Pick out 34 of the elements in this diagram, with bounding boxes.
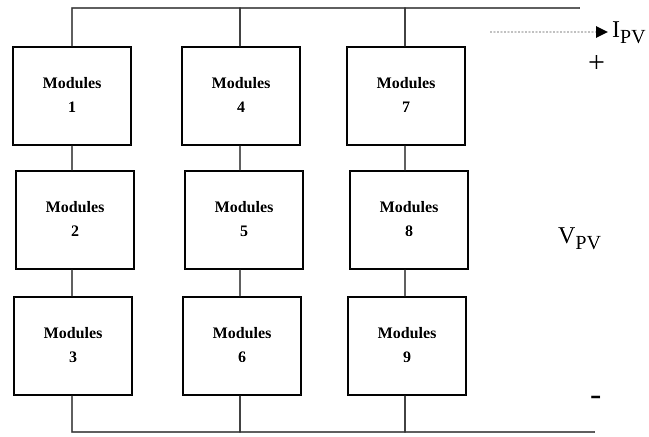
polarity-sign: - [590, 378, 602, 412]
module-box [13, 296, 133, 396]
module-label: Modules 7 [376, 74, 436, 118]
voltage-label: V$_{PV}$ [558, 224, 601, 253]
wire [239, 396, 406, 433]
module-box [184, 170, 304, 270]
module-box [347, 296, 467, 396]
current-label: I$_{PV}$ [612, 18, 646, 47]
wire [71, 270, 73, 296]
module-label: Modules 3 [42, 324, 104, 368]
wire [239, 7, 406, 46]
wire [71, 146, 73, 170]
module-box [349, 170, 469, 270]
wire [239, 270, 241, 296]
module-label: Modules 4 [210, 74, 272, 118]
wire [404, 7, 580, 46]
wire [404, 396, 595, 433]
module-label: Modules 2 [44, 198, 106, 242]
module-box [181, 46, 301, 146]
wire [404, 146, 406, 170]
module-label: Modules 6 [212, 324, 272, 368]
wire [71, 396, 241, 433]
module-label: Modules 5 [214, 198, 274, 242]
module-box [346, 46, 466, 146]
module-label: Modules 8 [378, 198, 440, 242]
module-box [182, 296, 302, 396]
wire [71, 7, 241, 46]
wire [239, 146, 241, 170]
polarity-sign: + [588, 48, 605, 78]
module-box [15, 170, 135, 270]
module-label: Modules 1 [42, 74, 102, 118]
wire [404, 270, 406, 296]
module-label: Modules 9 [376, 324, 438, 368]
module-box [12, 46, 132, 146]
